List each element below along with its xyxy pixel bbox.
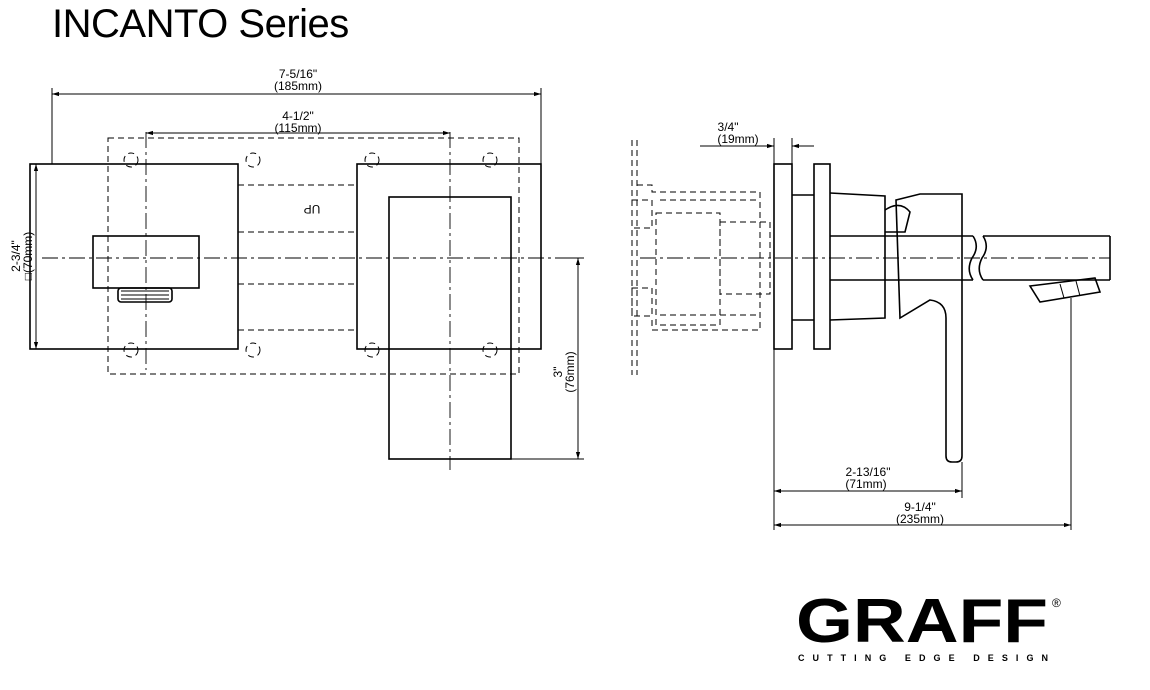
side-handle-lever: [895, 193, 963, 463]
screw-holes: [123, 152, 498, 358]
aerator: [117, 287, 173, 303]
dim-plate-thickness-mm: (19mm): [717, 132, 758, 146]
dim-handle-depth-mm: (71mm): [845, 477, 886, 491]
dim-handle-drop-in: 3": [551, 367, 565, 378]
side-trim: [813, 163, 831, 350]
brand-tagline: CUTTING EDGE DESIGN: [798, 653, 1048, 663]
page-title: INCANTO Series: [52, 2, 349, 46]
side-aerator: [1028, 277, 1102, 303]
side-dimensions: 3/4" (19mm) 2-13/16" (71mm) 9-1/4" (235m…: [700, 120, 1072, 530]
up-mark: UP: [304, 202, 321, 216]
dim-center-distance-in: 4-1/2": [282, 109, 314, 123]
left-plate: [29, 163, 239, 350]
front-view: UP: [29, 132, 555, 470]
dim-plate-size-mm: □(70mm): [21, 232, 35, 281]
front-dimensions: 7-5/16" (185mm) 4-1/2" (115mm) 2-3/4" □(…: [9, 67, 584, 460]
graff-logo: GRAFF ® CUTTING EDGE DESIGN: [796, 587, 1061, 663]
dim-spout-reach-mm: (235mm): [896, 512, 944, 526]
dim-plate-thickness-in: 3/4": [718, 120, 739, 134]
right-plate: [356, 163, 542, 350]
dim-handle-depth-in: 2-13/16": [846, 465, 891, 479]
brand-name: GRAFF: [796, 587, 1048, 656]
registered-mark: ®: [1052, 596, 1061, 610]
dim-spout-reach-in: 9-1/4": [904, 500, 936, 514]
dim-center-distance-mm: (115mm): [274, 121, 321, 135]
side-plate: [773, 163, 793, 350]
dim-handle-drop-mm: (76mm): [563, 351, 577, 392]
side-view: [631, 140, 1111, 463]
dim-overall-width-in: 7-5/16": [279, 67, 317, 81]
dim-overall-width-mm: (185mm): [274, 79, 322, 93]
dim-plate-size-in: 2-3/4": [9, 240, 23, 272]
rough-in-outline: [107, 137, 520, 375]
